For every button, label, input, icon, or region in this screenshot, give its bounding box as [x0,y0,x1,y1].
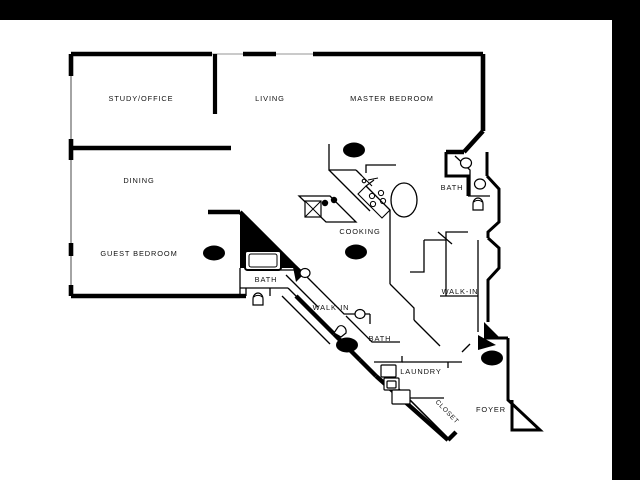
line-laundry-top [374,356,403,363]
room-label-walk-in-master: WALK-IN [442,287,479,296]
fan-walk-in-hall [336,337,358,353]
room-label-living: LIVING [255,94,285,103]
line-kitchen-stub [355,169,363,177]
laundry-counter [391,389,411,405]
wall-bath-right-lower [485,174,501,238]
line-hall-right-3 [413,319,441,347]
fan-foyer [481,350,503,366]
line-hallcloset-bottom [281,295,331,345]
kitchen-cooktop [321,185,391,219]
dryer-door [386,380,397,389]
door-pivot-kitchen [361,178,367,184]
tub-guest-bath [244,250,282,271]
room-labels: STUDY/OFFICE LIVING MASTER BEDROOM DININ… [100,94,506,426]
line-walkin-top [445,231,468,240]
cooktop-outline [357,185,391,219]
sink-master-2 [473,178,487,190]
wall-bath-inner [444,152,470,196]
kitchen-sink [304,200,322,218]
letterbox-top-bar [0,0,612,20]
exterior-walls [68,51,486,299]
door-swing-kitchen [361,175,373,187]
wall-walkin-right [486,236,501,322]
line-foyer-entry [461,343,471,353]
wedge-hall-1 [292,262,305,282]
line-master-bath-wall [365,164,396,173]
toilet-guest-bath [252,292,264,306]
wedge-foyer-2 [478,335,496,350]
right-boundary-walls [444,152,544,432]
line-walkin-door-swing [437,231,453,245]
line-walkin-jog [410,240,425,273]
room-label-dining: DINING [123,176,154,185]
room-label-cooking: COOKING [339,227,380,236]
line-closet-end [439,429,451,441]
fan-cooking [345,244,367,260]
toilet-hall-bath [333,325,347,338]
laundry-appliances [380,364,411,405]
sink-guest [299,267,311,279]
line-hallbath-wall [345,315,400,343]
fan-master [343,142,365,158]
line-masterbath-counter [454,155,471,196]
wedge-foyer [484,322,500,338]
line-hall-right-2 [389,283,415,320]
room-label-guest-bath: BATH [255,275,278,284]
line-guestbath-angle [287,287,301,301]
room-label-master-bedroom: MASTER BEDROOM [350,94,434,103]
wall-diagonal-hall-left [294,294,336,336]
room-label-hall-bath: BATH [369,334,392,343]
room-label-master-bath: BATH [441,183,464,192]
door-swing-kitchen-2 [367,177,379,181]
sink-hall [354,308,366,320]
wall-diagonal-laundry [358,358,378,378]
room-label-foyer: FOYER [476,405,506,414]
room-label-study-office: STUDY/OFFICE [109,94,174,103]
room-label-laundry: LAUNDRY [400,367,442,376]
room-label-guest-bedroom: GUEST BEDROOM [100,249,177,258]
room-label-closet: CLOSET [434,399,460,426]
fan-guest [203,245,225,261]
washer [380,364,397,378]
toilet-master-bath [472,197,484,211]
door-swing-kitchen-3 [365,179,375,187]
line-kitchen-diag-left [328,169,371,212]
letterbox-right-bar [612,0,640,480]
room-label-walk-in-hall: WALK-IN [313,303,350,312]
line-hallcloset-shelf [285,274,319,308]
ceiling-fans [203,142,503,366]
wall-foyer-right [506,338,544,432]
master-soaking-tub [390,182,418,218]
wall-master-angle [462,129,485,154]
sink-master-1 [459,157,473,169]
door-swings [361,175,379,187]
